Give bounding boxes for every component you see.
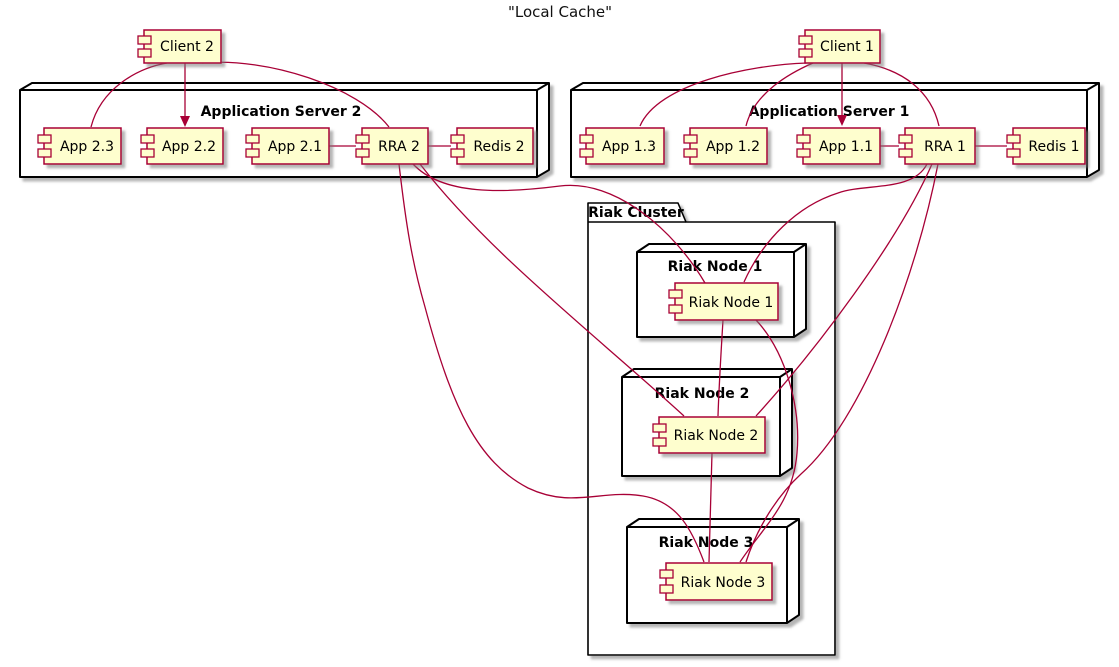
component-rra-2: RRA 2 bbox=[355, 127, 429, 165]
component-app-2-3: App 2.3 bbox=[37, 127, 122, 165]
node-label-riak-node-2: Riak Node 2 bbox=[655, 386, 750, 402]
component-port-icon bbox=[450, 134, 465, 144]
arrowhead-client2-app22 bbox=[180, 116, 190, 127]
component-port-icon bbox=[683, 148, 698, 158]
edge-rra1-riaknode3 bbox=[745, 163, 939, 563]
component-port-icon bbox=[579, 148, 594, 158]
component-label-app-2-3: App 2.3 bbox=[60, 139, 114, 155]
component-rra-1: RRA 1 bbox=[898, 127, 976, 165]
component-label-app-1-1: App 1.1 bbox=[819, 139, 873, 155]
component-port-icon bbox=[245, 148, 260, 158]
component-port-icon bbox=[355, 148, 370, 158]
component-redis-1: Redis 1 bbox=[1006, 127, 1086, 165]
component-label-app-1-3: App 1.3 bbox=[602, 139, 656, 155]
component-port-icon bbox=[137, 48, 152, 58]
edge-rra1-riaknode1 bbox=[743, 163, 928, 283]
node-label-application-server-2: Application Server 2 bbox=[201, 104, 362, 120]
component-port-icon bbox=[1006, 134, 1021, 144]
component-port-icon bbox=[798, 48, 813, 58]
component-app-1-1: App 1.1 bbox=[796, 127, 881, 165]
component-port-icon bbox=[1006, 148, 1021, 158]
component-port-icon bbox=[140, 148, 155, 158]
component-port-icon bbox=[796, 134, 811, 144]
component-label-app-2-2: App 2.2 bbox=[162, 139, 216, 155]
edge-rra2-riaknode1 bbox=[412, 163, 706, 284]
component-app-1-3: App 1.3 bbox=[579, 127, 665, 165]
component-port-icon bbox=[898, 148, 913, 158]
edge-riaknode2-riaknode3 bbox=[708, 452, 713, 563]
component-client-1: Client 1 bbox=[798, 29, 881, 64]
component-label-client-2: Client 2 bbox=[160, 39, 214, 55]
edge-rra2-riaknode3 bbox=[398, 163, 705, 563]
edge-rra2-riaknode2 bbox=[419, 163, 685, 417]
component-label-app-2-1: App 2.1 bbox=[268, 139, 322, 155]
component-label-client-1: Client 1 bbox=[820, 39, 874, 55]
component-label-rra-2: RRA 2 bbox=[378, 139, 420, 155]
edge-rra1-riaknode2 bbox=[755, 163, 933, 417]
component-port-icon bbox=[659, 584, 674, 594]
component-port-icon bbox=[245, 134, 260, 144]
component-port-icon bbox=[37, 148, 52, 158]
component-app-2-2: App 2.2 bbox=[140, 127, 224, 165]
component-port-icon bbox=[450, 148, 465, 158]
component-port-icon bbox=[668, 289, 683, 299]
component-port-icon bbox=[137, 35, 152, 45]
component-riak-node-2: Riak Node 2 bbox=[652, 416, 766, 454]
edge-client1-rra1 bbox=[863, 62, 940, 127]
component-port-icon bbox=[683, 134, 698, 144]
component-label-riak-node-3: Riak Node 3 bbox=[681, 575, 766, 591]
diagram-title: "Local Cache" bbox=[508, 3, 612, 21]
component-port-icon bbox=[652, 423, 667, 433]
component-label-riak-node-2: Riak Node 2 bbox=[674, 428, 759, 444]
component-port-icon bbox=[798, 35, 813, 45]
component-port-icon bbox=[898, 134, 913, 144]
component-label-rra-1: RRA 1 bbox=[924, 139, 966, 155]
component-app-2-1: App 2.1 bbox=[245, 127, 330, 165]
arrowhead-client1-app11 bbox=[837, 115, 847, 126]
edges-layer bbox=[90, 61, 1007, 563]
edge-client1-app12 bbox=[745, 62, 814, 127]
component-port-icon bbox=[659, 569, 674, 579]
component-port-icon bbox=[652, 437, 667, 447]
package-label-riak-cluster: Riak Cluster bbox=[588, 205, 684, 221]
edge-client2-rra2 bbox=[201, 61, 390, 128]
node-label-riak-node-3: Riak Node 3 bbox=[659, 535, 754, 551]
component-label-riak-node-1: Riak Node 1 bbox=[689, 295, 774, 311]
component-port-icon bbox=[355, 134, 370, 144]
component-port-icon bbox=[140, 134, 155, 144]
node-label-application-server-1: Application Server 1 bbox=[749, 104, 910, 120]
component-port-icon bbox=[796, 148, 811, 158]
component-redis-2: Redis 2 bbox=[450, 127, 534, 165]
edge-client1-app13 bbox=[639, 62, 808, 127]
component-port-icon bbox=[37, 134, 52, 144]
component-label-redis-1: Redis 1 bbox=[1028, 139, 1079, 155]
component-app-1-2: App 1.2 bbox=[683, 127, 768, 165]
component-port-icon bbox=[579, 134, 594, 144]
edge-client2-app23 bbox=[90, 62, 168, 128]
component-port-icon bbox=[668, 304, 683, 314]
component-riak-node-3: Riak Node 3 bbox=[659, 562, 773, 601]
component-label-app-1-2: App 1.2 bbox=[706, 139, 760, 155]
component-label-redis-2: Redis 2 bbox=[473, 139, 524, 155]
component-riak-node-1: Riak Node 1 bbox=[668, 282, 779, 321]
edge-riaknode1-riaknode2 bbox=[717, 319, 724, 417]
edge-riaknode1-riaknode3 bbox=[739, 319, 799, 563]
component-client-2: Client 2 bbox=[137, 29, 222, 64]
